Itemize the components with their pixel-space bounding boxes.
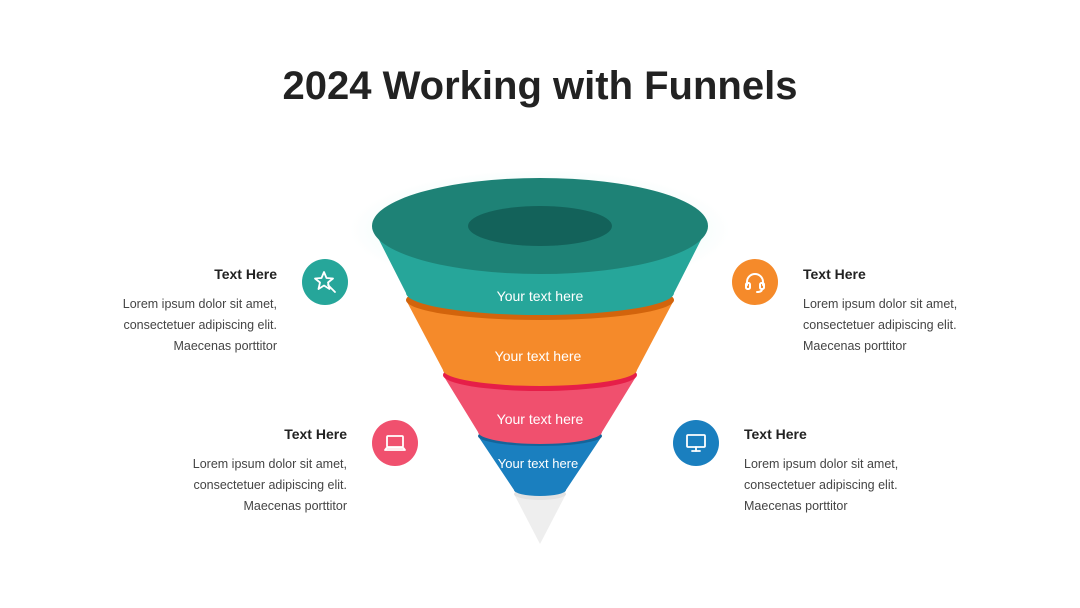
text-block-top-right: Text Here Lorem ipsum dolor sit amet, co…	[803, 266, 1003, 357]
block-line: Maecenas porttitor	[243, 499, 347, 513]
funnel-label-3: Your text here	[497, 411, 584, 427]
funnel-label-1: Your text here	[497, 288, 584, 304]
block-heading: Text Here	[284, 426, 347, 442]
block-line: Maecenas porttitor	[803, 339, 907, 353]
block-line: consectetuer adipiscing elit.	[123, 318, 277, 332]
funnel-label-4: Your text here	[498, 456, 578, 471]
block-heading: Text Here	[744, 426, 807, 442]
text-block-bottom-left: Text Here Lorem ipsum dolor sit amet, co…	[147, 426, 347, 517]
star-wand-icon	[302, 259, 348, 305]
block-heading: Text Here	[803, 266, 866, 282]
headset-icon	[732, 259, 778, 305]
block-line: consectetuer adipiscing elit.	[193, 478, 347, 492]
monitor-icon	[673, 420, 719, 466]
text-block-bottom-right: Text Here Lorem ipsum dolor sit amet, co…	[744, 426, 944, 517]
block-line: consectetuer adipiscing elit.	[803, 318, 957, 332]
block-line: consectetuer adipiscing elit.	[744, 478, 898, 492]
block-line: Lorem ipsum dolor sit amet,	[744, 457, 899, 471]
text-block-top-left: Text Here Lorem ipsum dolor sit amet, co…	[77, 266, 277, 357]
funnel-segment-1	[372, 178, 708, 315]
funnel-label-2: Your text here	[495, 348, 582, 364]
slide-title: 2024 Working with Funnels	[282, 64, 798, 108]
block-line: Lorem ipsum dolor sit amet,	[192, 457, 347, 471]
block-line: Maecenas porttitor	[744, 499, 848, 513]
funnel-tip	[514, 494, 566, 544]
block-line: Lorem ipsum dolor sit amet,	[122, 297, 277, 311]
laptop-icon	[372, 420, 418, 466]
block-line: Lorem ipsum dolor sit amet,	[803, 297, 958, 311]
block-heading: Text Here	[214, 266, 277, 282]
block-line: Maecenas porttitor	[173, 339, 277, 353]
